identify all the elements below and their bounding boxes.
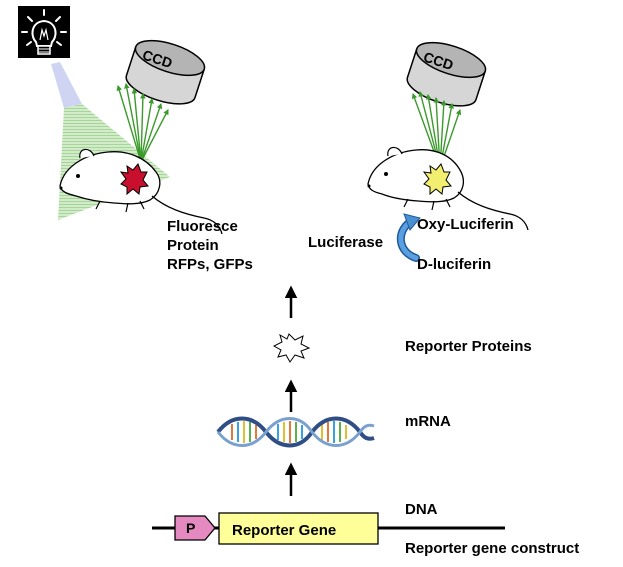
construct-caption: Reporter gene construct (405, 540, 580, 557)
fluorescence-line-3: RFPs, GFPs (167, 256, 253, 273)
light-bulb-icon (18, 6, 70, 58)
luciferase-label: Luciferase (308, 234, 384, 251)
fluorescence-label: Fluoresce Protein RFPs, GFPs (167, 217, 253, 274)
red-tumor (119, 163, 149, 196)
fluorescence-line-2: Protein (167, 237, 219, 254)
yellow-tumor (422, 163, 452, 196)
dna-label: DNA (405, 501, 438, 518)
reporter-proteins-label: Reporter Proteins (405, 338, 532, 355)
ccd-camera-icon (406, 41, 487, 107)
fluorescence-line-1: Fluoresce (167, 218, 238, 235)
reporter-gene-label: Reporter Gene (232, 522, 336, 539)
oxy-luciferin-label: Oxy-Luciferin (417, 216, 514, 233)
d-luciferin-label: D-luciferin (417, 256, 492, 273)
dna-helix-icon (216, 416, 375, 448)
mrna-label: mRNA (405, 413, 451, 430)
promoter-box (174, 515, 216, 541)
protein-burst-icon (272, 333, 311, 363)
cycle-arrow-icon (397, 213, 421, 262)
ccd-camera-icon (125, 39, 206, 105)
promoter-label: P (186, 520, 195, 536)
photon-rays-left (116, 82, 169, 163)
reporter-gene-box (218, 512, 379, 545)
